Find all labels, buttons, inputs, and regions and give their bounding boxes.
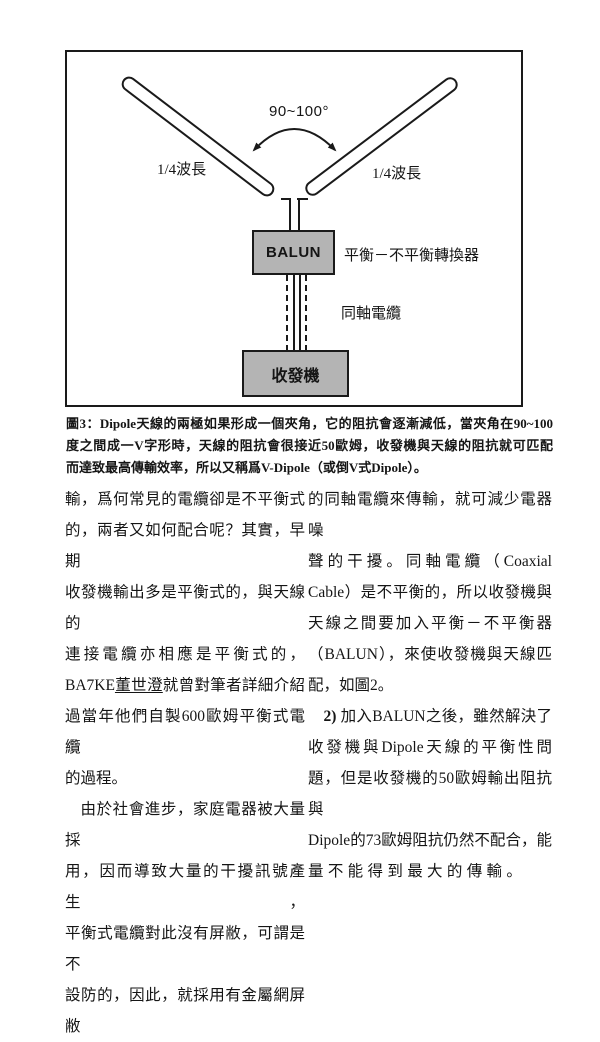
text-line: 的過程。 bbox=[65, 763, 305, 794]
text-line: 平衡式電纜對此沒有屏敝，可謂是不 bbox=[65, 918, 305, 980]
transceiver-box: 收發機 bbox=[242, 350, 349, 397]
text-run: 收發機輸出多是平衡式的，與天線的 bbox=[65, 584, 305, 632]
feed-line-right bbox=[298, 198, 300, 230]
text-run: 的同軸電纜來傳輸，就可減少電器噪 bbox=[308, 491, 552, 539]
text-run: 量不能得到最大的傳輸。 bbox=[308, 863, 527, 880]
coax-line-solid-left bbox=[293, 275, 295, 351]
text-run: 2) bbox=[323, 708, 337, 725]
text-line: 的同軸電纜來傳輸，就可減少電器噪 bbox=[308, 484, 552, 546]
coax-cable-label: 同軸電纜 bbox=[341, 306, 402, 322]
text-run: 過當年他們自製600歐姆平衡式電纜 bbox=[65, 708, 305, 756]
text-line: 輸，爲何常見的電纜卻是不平衡式 bbox=[65, 484, 305, 515]
balun-description-label: 平衡－不平衡轉換器 bbox=[344, 248, 480, 264]
angle-arc-icon bbox=[252, 128, 337, 152]
coax-line-solid-right bbox=[299, 275, 301, 351]
coax-line-dashed-left bbox=[286, 275, 288, 351]
text-line: 的，兩者又如何配合呢？其實，早期 bbox=[65, 515, 305, 577]
text-line: 設防的，因此，就採用有金屬網屏敝 bbox=[65, 980, 305, 1042]
figure-frame: 90~100° 1/4波長 1/4波長 BALUN 平衡－不平衡轉換器 同軸電纜… bbox=[65, 50, 523, 407]
text-line: 2) 加入BALUN之後，雖然解決了 bbox=[308, 701, 553, 732]
underlined-name: 董世澄 bbox=[114, 677, 163, 694]
text-run: 由於社會進步，家庭電器被大量採 bbox=[65, 801, 305, 849]
text-line: 度之間成一V字形時，天線的阻抗會很接近50歐姆，收發機與天線的阻抗就可匹配 bbox=[66, 435, 553, 457]
text-run: 度之間成一V字形時，天線的阻抗會很接近50歐姆，收發機與天線的阻抗就可匹配 bbox=[66, 438, 553, 453]
text-line: 而達致最高傳輸效率，所以又稱爲V-Dipole（或倒V式Dipole）。 bbox=[66, 457, 553, 479]
text-line: BA7KE董世澄就曾對筆者詳細介紹 bbox=[65, 670, 305, 701]
text-line: Cable）是不平衡的，所以收發機與 bbox=[308, 577, 552, 608]
text-line: Dipole的73歐姆阻抗仍然不配合，能 bbox=[308, 825, 552, 856]
text-run: 加入BALUN之後，雖然解決了 bbox=[336, 708, 552, 725]
balun-box: BALUN bbox=[252, 230, 335, 275]
figure-caption: 圖3：Dipole天線的兩極如果形成一個夾角，它的阻抗會逐漸減低，當夾角在90~… bbox=[66, 413, 553, 479]
text-run: 圖3：Dipole天線的兩極如果形成一個夾角，它的阻抗會逐漸減低，當夾角在90~… bbox=[66, 416, 553, 431]
feed-stub-left bbox=[281, 198, 291, 200]
text-run: 平衡式電纜對此沒有屏敝，可謂是不 bbox=[65, 925, 305, 973]
text-line: 圖3：Dipole天線的兩極如果形成一個夾角，它的阻抗會逐漸減低，當夾角在90~… bbox=[66, 413, 553, 435]
text-run: （BALUN），來使收發機與天線匹 bbox=[308, 646, 552, 663]
text-line: 量不能得到最大的傳輸。 bbox=[308, 856, 552, 887]
text-line: 過當年他們自製600歐姆平衡式電纜 bbox=[65, 701, 305, 763]
feed-stub-right bbox=[297, 198, 308, 200]
coax-line-dashed-right bbox=[305, 275, 307, 351]
text-line: 收發機輸出多是平衡式的，與天線的 bbox=[65, 577, 305, 639]
text-run: 而達致最高傳輸效率，所以又稱爲V-Dipole（或倒V式Dipole）。 bbox=[66, 460, 427, 475]
text-line: 配，如圖2。 bbox=[308, 670, 552, 701]
text-line: （BALUN），來使收發機與天線匹 bbox=[308, 639, 552, 670]
text-run: BA7KE bbox=[65, 677, 115, 694]
text-run: Cable）是不平衡的，所以收發機與 bbox=[308, 584, 552, 601]
text-line: 由於社會進步，家庭電器被大量採 bbox=[65, 794, 305, 856]
body-column-left: 輸，爲何常見的電纜卻是不平衡式的，兩者又如何配合呢？其實，早期收發機輸出多是平衡… bbox=[65, 484, 305, 1042]
feed-line-left bbox=[289, 198, 291, 230]
quarter-wavelength-label-left: 1/4波長 bbox=[157, 162, 207, 178]
text-run: 配，如圖2。 bbox=[308, 677, 394, 694]
text-run: 題，但是收發機的50歐姆輸出阻抗與 bbox=[308, 770, 552, 818]
scanned-article-page: { "diagram": { "angle_label": "90~100°",… bbox=[65, 50, 553, 1035]
text-run: 設防的，因此，就採用有金屬網屏敝 bbox=[65, 987, 305, 1035]
text-run: 的過程。 bbox=[65, 770, 128, 787]
text-run: 用，因而導致大量的干擾訊號產生， bbox=[65, 863, 305, 911]
text-run: 就曾對筆者詳細介紹 bbox=[162, 677, 305, 694]
text-run: 連接電纜亦相應是平衡式的， bbox=[65, 646, 305, 663]
text-line: 收發機與Dipole天線的平衡性問 bbox=[308, 732, 552, 763]
text-run: 收發機與Dipole天線的平衡性問 bbox=[308, 739, 552, 756]
quarter-wavelength-label-right: 1/4波長 bbox=[372, 166, 422, 182]
text-run: 聲的干擾。同軸電纜（Coaxial bbox=[308, 553, 552, 570]
text-run: Dipole的73歐姆阻抗仍然不配合，能 bbox=[308, 832, 552, 849]
text-run: 輸，爲何常見的電纜卻是不平衡式 bbox=[65, 491, 305, 508]
text-run: 天線之間要加入平衡－不平衡器 bbox=[308, 615, 552, 632]
text-line: 連接電纜亦相應是平衡式的， bbox=[65, 639, 305, 670]
angle-range-label: 90~100° bbox=[269, 103, 329, 120]
text-run: 的，兩者又如何配合呢？其實，早期 bbox=[65, 522, 305, 570]
text-line: 用，因而導致大量的干擾訊號產生， bbox=[65, 856, 305, 918]
text-line: 天線之間要加入平衡－不平衡器 bbox=[308, 608, 552, 639]
text-line: 聲的干擾。同軸電纜（Coaxial bbox=[308, 546, 552, 577]
text-line: 題，但是收發機的50歐姆輸出阻抗與 bbox=[308, 763, 552, 825]
